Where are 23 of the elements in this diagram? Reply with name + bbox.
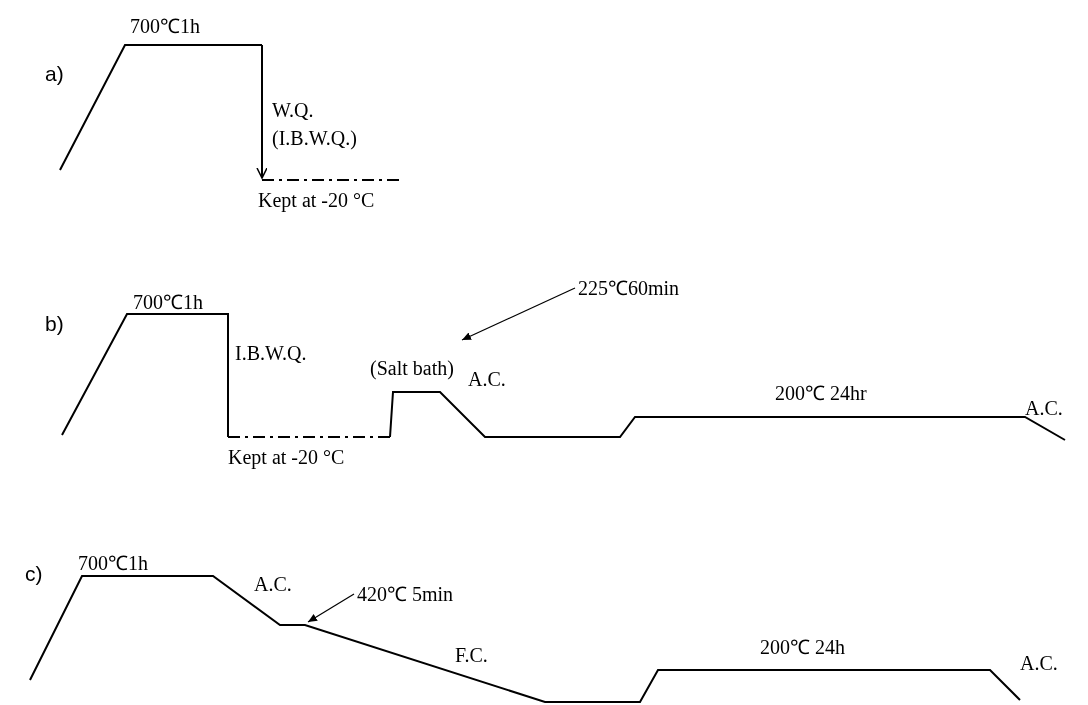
- panel-label: c): [25, 562, 43, 586]
- step-label: A.C.: [1025, 396, 1063, 420]
- step-label: A.C.: [254, 572, 292, 596]
- panel-label: a): [45, 62, 64, 86]
- step-label: Kept at -20 °C: [258, 188, 375, 212]
- step-label: I.B.W.Q.: [235, 341, 307, 365]
- step-label: 200℃ 24h: [760, 635, 845, 659]
- step-label: 700℃1h: [78, 551, 148, 575]
- panel-label: b): [45, 312, 64, 336]
- step-label: 700℃1h: [130, 14, 200, 38]
- leader-line: [307, 593, 355, 623]
- condition-label: 225℃60min: [578, 276, 680, 300]
- step-label: A.C.: [468, 367, 506, 391]
- step-label: F.C.: [455, 643, 488, 667]
- step-label: W.Q.: [272, 98, 314, 122]
- step-label: Kept at -20 °C: [228, 445, 345, 469]
- step-label: 700℃1h: [133, 290, 203, 314]
- leader-line: [461, 287, 576, 341]
- step-label: A.C.: [1020, 651, 1058, 675]
- step-label: (Salt bath): [370, 356, 454, 380]
- step-label: 200℃ 24hr: [775, 381, 867, 405]
- step-label: (I.B.W.Q.): [272, 126, 357, 150]
- condition-label: 420℃ 5min: [357, 582, 454, 606]
